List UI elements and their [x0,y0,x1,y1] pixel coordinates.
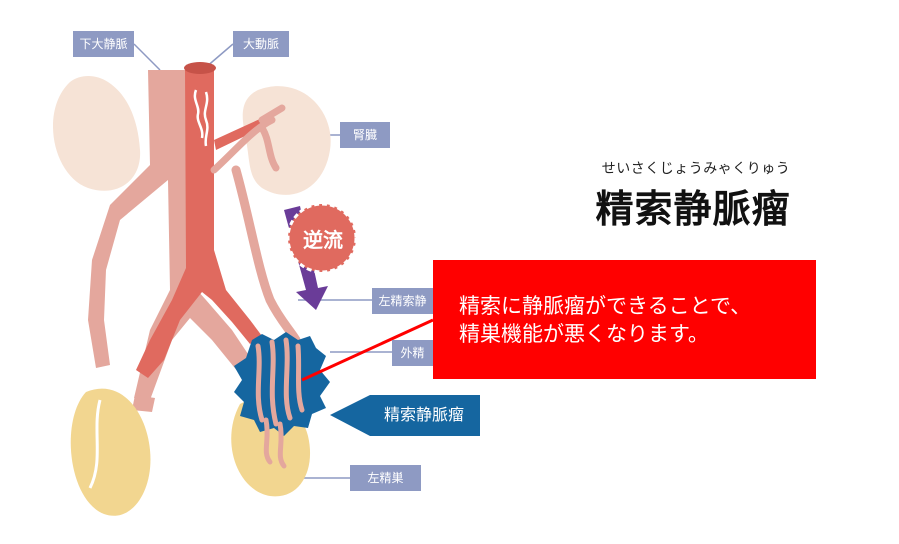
label-left-testis: 左精巣 [350,465,421,491]
reverse-flow-text: 逆流 [303,228,343,252]
label-left-spermatic-vein: 左精索静 [372,288,433,314]
reverse-flow-badge [286,202,358,274]
varicocele-tag-text: 精索静脈瘤 [383,405,464,424]
callout-line-1: 精索に静脈瘤ができることで、 [459,294,752,318]
label-inferior-vena-cava: 下大静脈 [73,31,134,57]
page-title: 精索静脈瘤 [595,187,791,231]
label-external-spermatic: 外精 [392,340,433,366]
aorta [136,62,266,378]
left-spermatic-vein [231,165,301,345]
varicocele-cluster [234,332,330,469]
callout-box: 精索に静脈瘤ができることで、 精巣機能が悪くなります。 [433,260,816,379]
renal-vein [210,104,286,174]
right-kidney [242,86,331,195]
right-testis [70,388,151,516]
title-ruby: せいさくじょうみゃくりゅう [601,161,791,177]
callout-line-2: 精巣機能が悪くなります。 [459,322,709,346]
label-aorta: 大動脈 [233,31,289,57]
callout-pointer-line [301,318,434,382]
varicocele-tag-shape [330,395,480,436]
label-kidney: 腎臓 [340,122,390,148]
left-kidney [52,76,141,191]
inferior-vena-cava [88,70,252,412]
